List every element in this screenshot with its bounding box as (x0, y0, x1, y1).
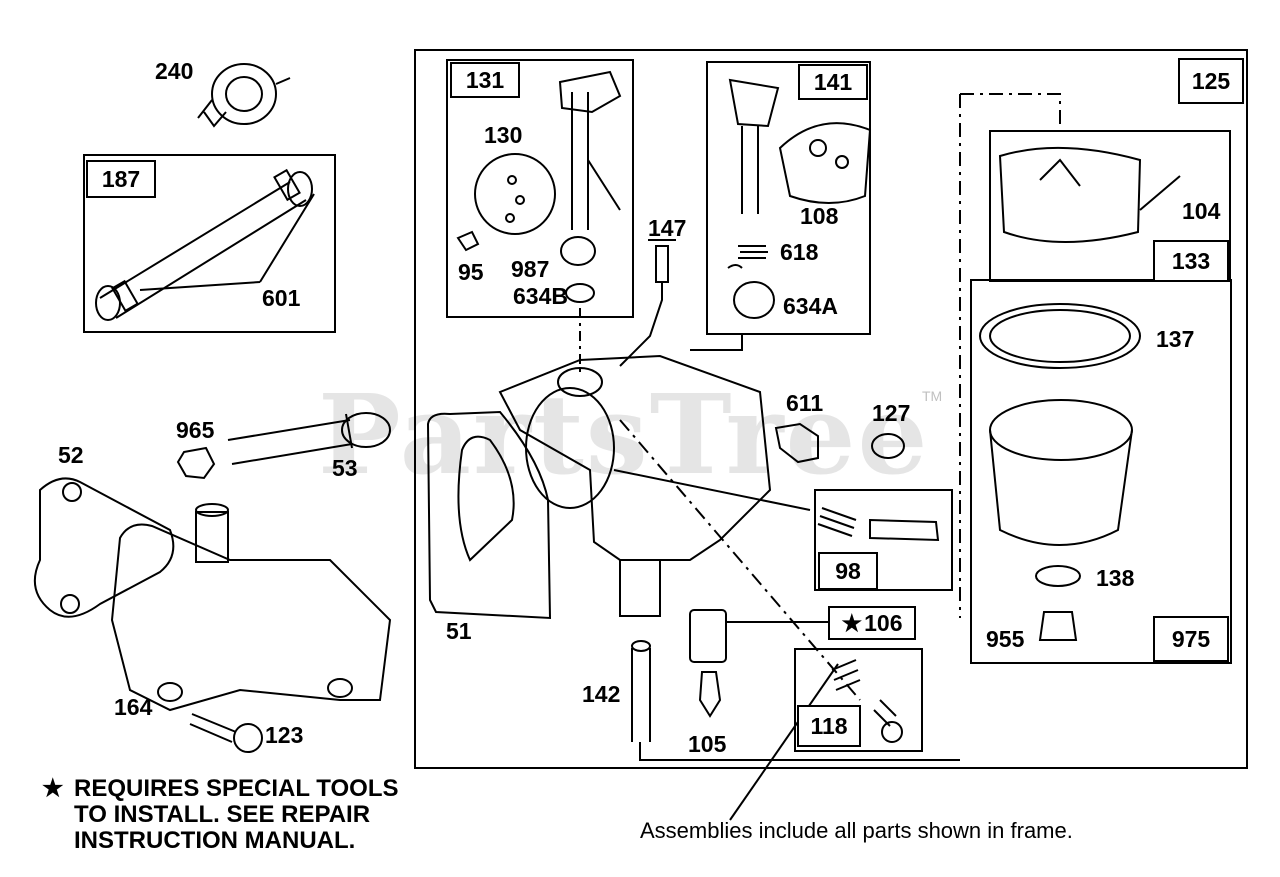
frame-label-118: 118 (797, 705, 861, 747)
frame-label-141: 141 (798, 64, 868, 100)
frame-label-975: 975 (1153, 616, 1229, 662)
frame-label-133: 133 (1153, 240, 1229, 282)
part-131-shaft (571, 92, 589, 230)
part-label-53: 53 (332, 455, 358, 481)
part-105-seat (689, 609, 727, 663)
part-label-130: 130 (484, 122, 523, 148)
part-137-gasket (979, 303, 1141, 369)
part-95-shape (456, 230, 480, 252)
part-138-washer (1035, 565, 1081, 587)
part-label-104: 104 (1182, 198, 1221, 224)
frame-label-98: 98 (818, 552, 878, 590)
part-label-108: 108 (800, 203, 839, 229)
frame-125-border (414, 49, 1248, 769)
part-label-965: 965 (176, 417, 215, 443)
part-label-164: 164 (114, 694, 153, 720)
frame-187-border (83, 154, 336, 333)
frame-131-border (446, 59, 634, 318)
frame-label-187: 187 (86, 160, 156, 198)
note-line-2: TO INSTALL. SEE REPAIR (74, 801, 371, 828)
part-611-fitting (774, 422, 819, 464)
part-127-washer (871, 433, 905, 459)
dashed-leader-main (619, 419, 861, 701)
part-955-screw (1038, 611, 1078, 641)
part-240-shape (211, 63, 277, 125)
special-tools-note: REQUIRES SPECIAL TOOLS TO INSTALL. SEE R… (74, 776, 399, 854)
part-108-shape (778, 122, 872, 204)
part-label-105: 105 (688, 731, 727, 757)
part-label-601: 601 (262, 285, 301, 311)
part-98-spring (817, 507, 857, 537)
note-line-3: INSTRUCTION MANUAL. (74, 827, 356, 854)
part-label-240: 240 (155, 58, 194, 84)
part-label-634a: 634A (783, 293, 838, 319)
part-label-123: 123 (265, 722, 304, 748)
part-label-127: 127 (872, 400, 911, 426)
watermark-trademark: TM (922, 388, 943, 404)
special-tool-star-icon: ★ (841, 609, 863, 636)
frame-141-border (706, 61, 871, 335)
part-130-shape (474, 153, 556, 235)
part-187-hose (99, 181, 307, 319)
part-104-float (998, 146, 1142, 243)
part-634a-shape (733, 281, 775, 319)
part-label-142: 142 (582, 681, 621, 707)
part-label-987: 987 (511, 256, 550, 282)
part-53-tube (227, 419, 353, 465)
part-141-shaft (741, 126, 759, 214)
part-105-needle (698, 671, 722, 718)
special-tools-star-icon: ★ (42, 775, 64, 802)
part-label-95: 95 (458, 259, 484, 285)
part-123-bolt (189, 713, 237, 743)
dashed-leader-104 (960, 93, 1061, 131)
part-label-634b: 634B (513, 283, 568, 309)
part-51-gasket (426, 410, 552, 620)
part-label-51: 51 (446, 618, 472, 644)
part-618-spring (727, 245, 768, 269)
assemblies-footnote: Assemblies include all parts shown in fr… (640, 818, 1073, 843)
part-987-shape (560, 236, 596, 266)
part-label-955: 955 (986, 626, 1025, 652)
part-142-tube (631, 648, 651, 742)
part-label-147: 147 (648, 215, 687, 241)
part-label-611: 611 (786, 390, 824, 416)
part-label-618: 618 (780, 239, 819, 265)
carburetor-body (498, 354, 772, 561)
frame-98-border (814, 489, 953, 591)
note-line-1: REQUIRES SPECIAL TOOLS (74, 775, 399, 802)
part-965-nut (176, 446, 216, 480)
frame-label-106: ★106 (828, 606, 916, 640)
frame-label-106-text: 106 (864, 609, 903, 636)
part-118-spring (831, 659, 861, 691)
part-147-screw (655, 245, 669, 283)
footer-leader (729, 663, 839, 821)
watermark: PartsTree (318, 370, 930, 499)
frame-label-131: 131 (450, 62, 520, 98)
part-52-gasket (33, 477, 175, 618)
part-164-manifold (110, 523, 392, 712)
part-bowl-shape (989, 429, 1133, 546)
frame-118-border (794, 648, 923, 752)
part-label-138: 138 (1096, 565, 1135, 591)
frame-133-border (970, 279, 1232, 664)
part-label-52: 52 (58, 442, 84, 468)
frame-label-125: 125 (1178, 58, 1244, 104)
part-label-137: 137 (1156, 326, 1195, 352)
